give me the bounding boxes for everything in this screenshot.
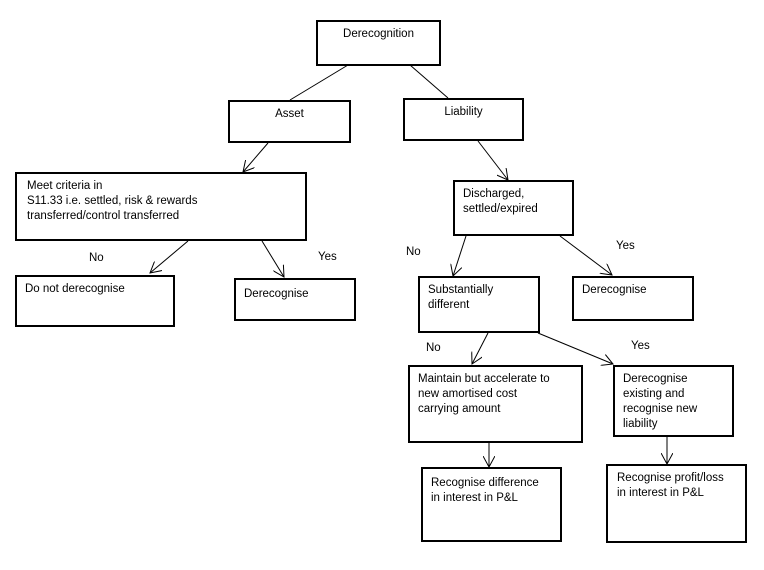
edge-criteria-yes [261, 240, 284, 277]
edge-root-liability [409, 64, 449, 99]
node-substantially-different: Substantially different [418, 276, 540, 333]
edge-different-yes [537, 332, 613, 364]
label-discharged-no: No [406, 246, 421, 258]
node-liability: Liability [403, 98, 524, 141]
label-different-no: No [426, 342, 441, 354]
node-maintain: Maintain but accelerate to new amortised… [408, 365, 583, 443]
label-different-yes: Yes [631, 340, 650, 352]
node-do-not-derecognise: Do not derecognise [15, 275, 175, 327]
edge-criteria-no [150, 240, 189, 273]
edge-discharged-no [453, 235, 467, 276]
label-asset-yes: Yes [318, 251, 337, 263]
node-derecognise-liability: Derecognise [572, 276, 694, 321]
node-discharged: Discharged, settled/expired [453, 180, 574, 236]
edge-liability-discharged [477, 140, 508, 180]
node-meet-criteria: Meet criteria in S11.33 i.e. settled, ri… [15, 172, 307, 241]
label-asset-no: No [89, 252, 104, 264]
edge-asset-criteria [243, 142, 269, 172]
node-derecognition: Derecognition [316, 20, 441, 66]
node-derecognise-existing: Derecognise existing and recognise new l… [613, 365, 734, 437]
edge-different-no [472, 332, 489, 364]
node-recognise-difference: Recognise difference in interest in P&L [421, 467, 562, 542]
node-derecognise-asset: Derecognise [234, 278, 356, 321]
node-asset: Asset [228, 100, 351, 143]
edge-discharged-yes [559, 235, 612, 275]
label-discharged-yes: Yes [616, 240, 635, 252]
edge-root-asset [289, 64, 349, 101]
node-recognise-profit-loss: Recognise profit/loss in interest in P&L [606, 464, 747, 543]
